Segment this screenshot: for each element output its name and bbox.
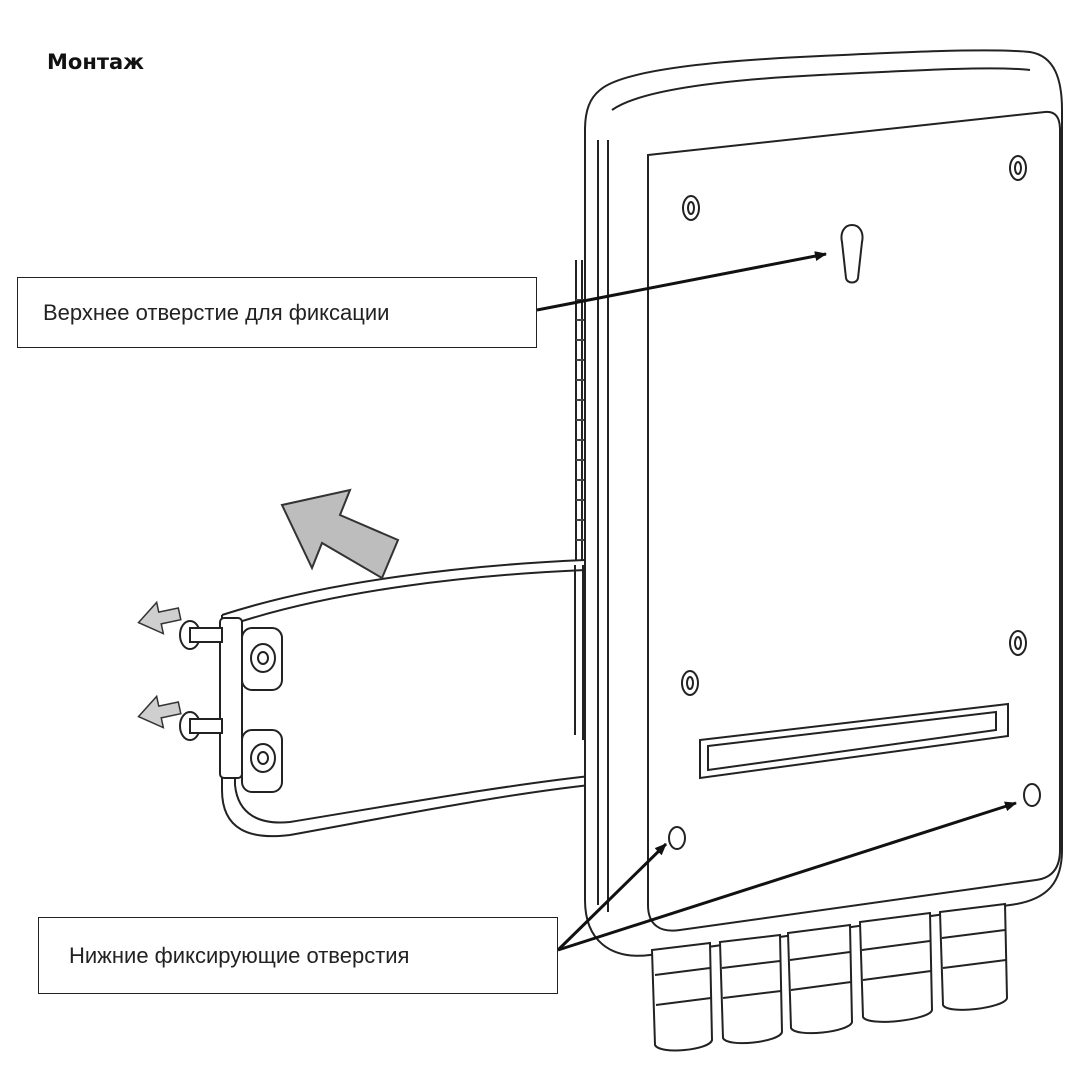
side-ridges [576,299,584,541]
screw-holes [681,155,1027,696]
arrow-to-bottom-left-hole [556,842,668,952]
cable-glands [650,902,1009,1052]
pole-clamp [219,559,591,838]
callout-bottom-label: Нижние фиксирующие отверстия [69,942,410,968]
clamp-bolts [179,620,283,793]
bottom-holes [668,783,1041,850]
page-title: Монтаж [47,50,145,74]
callout-bottom-fixing-holes: Нижние фиксирующие отверстия [38,917,558,994]
callout-top-fixing-hole: Верхнее отверстие для фиксации [17,277,537,348]
keyhole [840,223,864,284]
leader-arrows [536,251,1017,952]
arrow-to-bottom-right-hole [557,801,1017,952]
enclosure [575,49,1063,957]
callout-top-label: Верхнее отверстие для фиксации [43,299,390,325]
cable-slot [699,702,1009,780]
arrow-to-keyhole [536,251,827,312]
bolt-direction-arrows [137,600,182,729]
large-direction-arrow [280,488,400,580]
